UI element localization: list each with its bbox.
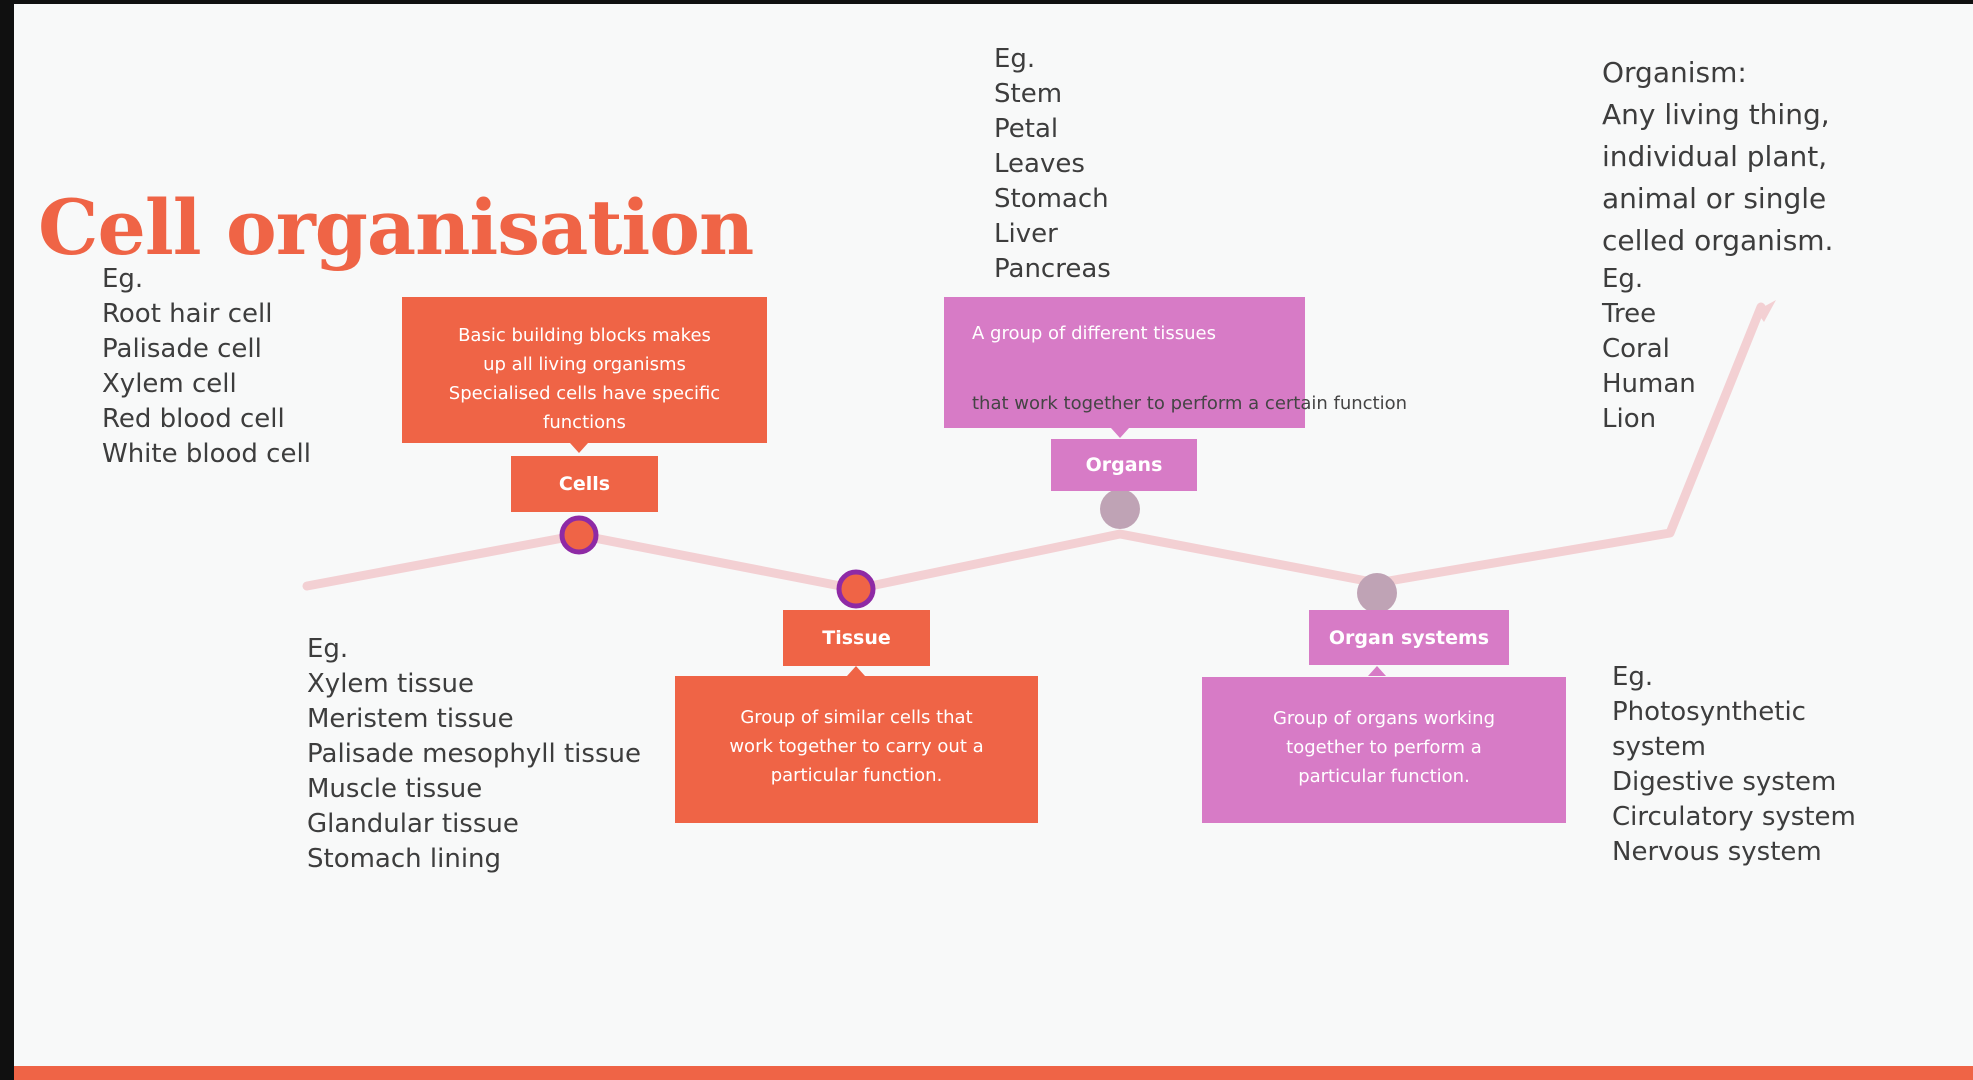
organism-examples: Eg. Tree Coral Human Lion <box>1602 262 1902 437</box>
tissue-description-line: work together to carry out a <box>729 736 984 757</box>
organ-systems-examples: Eg. Photosynthetic system Digestive syst… <box>1612 660 1856 870</box>
list-item: Liver <box>994 219 1058 249</box>
cells-node <box>559 515 599 555</box>
list-item: Eg. <box>1612 662 1654 692</box>
list-item: Petal <box>994 114 1059 144</box>
page-title: Cell organisation <box>38 183 754 272</box>
cells-description-line: up all living organisms <box>483 354 686 375</box>
list-item: Leaves <box>994 149 1085 179</box>
organs-label: Organs <box>1051 439 1197 491</box>
list-item: Xylem tissue <box>307 669 474 699</box>
organ-systems-description-line: together to perform a <box>1286 737 1482 758</box>
timeline <box>302 300 1776 613</box>
timeline-arrowhead <box>1756 300 1776 322</box>
list-item: Stomach lining <box>307 844 502 874</box>
list-item: Lion <box>1602 404 1657 434</box>
cells-description-line: Basic building blocks makes <box>458 325 711 346</box>
list-item: Xylem cell <box>102 369 237 399</box>
organs-node <box>1100 489 1140 529</box>
organism-definition-line: celled organism. <box>1602 224 1834 257</box>
list-item: Nervous system <box>1612 837 1822 867</box>
list-item: Palisade mesophyll tissue <box>307 739 641 769</box>
list-item: Eg. <box>994 44 1036 74</box>
bottom-accent-bar <box>14 1066 1973 1080</box>
list-item: Tree <box>1602 299 1657 329</box>
tissue-label: Tissue <box>783 610 930 666</box>
cells-description-line: Specialised cells have specific <box>448 383 721 404</box>
organism-definition-line: animal or single <box>1602 182 1827 215</box>
cells-pointer <box>570 443 588 453</box>
cells-examples: Eg. Root hair cell Palisade cell Xylem c… <box>102 262 311 472</box>
list-item: Circulatory system <box>1612 802 1856 832</box>
list-item: Eg. <box>102 264 144 294</box>
list-item: Glandular tissue <box>307 809 519 839</box>
list-item: Root hair cell <box>102 299 273 329</box>
list-item: Stem <box>994 79 1063 109</box>
cells-label: Cells <box>511 456 658 512</box>
list-item: Pancreas <box>994 254 1111 284</box>
organ-systems-description-box: Group of organs working together to perf… <box>1202 677 1566 823</box>
tissue-node <box>836 569 876 609</box>
organ-systems-description-line: particular function. <box>1298 766 1470 787</box>
list-item: Muscle tissue <box>307 774 483 804</box>
list-item: system <box>1612 732 1706 762</box>
organism-definition-line: Any living thing, <box>1602 98 1830 131</box>
list-item: White blood cell <box>102 439 311 469</box>
slide: Cell organisation Eg. Root hair cell Pal… <box>14 4 1973 1080</box>
organ-systems-pointer <box>1368 666 1386 676</box>
tissue-examples: Eg. Xylem tissue Meristem tissue Palisad… <box>307 632 641 877</box>
list-item: Eg. <box>307 634 349 664</box>
tissue-description-line: particular function. <box>770 765 943 786</box>
cells-description-line: functions <box>543 412 626 433</box>
list-item: Red blood cell <box>102 404 285 434</box>
tissue-description-box: Group of similar cells that work togethe… <box>675 676 1038 823</box>
organism-definition: Organism: Any living thing, individual p… <box>1602 52 1902 437</box>
list-item: Eg. <box>1602 264 1644 294</box>
organs-description-box: A group of different tissues that work t… <box>944 297 1408 428</box>
organs-pointer <box>1111 428 1129 438</box>
organ-systems-node <box>1357 573 1397 613</box>
organism-heading: Organism: <box>1602 56 1747 89</box>
cells-description-box: Basic building blocks makes up all livin… <box>402 297 767 443</box>
list-item: Stomach <box>994 184 1109 214</box>
organs-examples: Eg. Stem Petal Leaves Stomach Liver Panc… <box>994 42 1111 287</box>
list-item: Digestive system <box>1612 767 1837 797</box>
list-item: Palisade cell <box>102 334 262 364</box>
organism-definition-line: individual plant, <box>1602 140 1828 173</box>
tissue-description-line: Group of similar cells that <box>740 707 973 728</box>
tissue-pointer <box>847 666 865 676</box>
organ-systems-label: Organ systems <box>1309 610 1509 665</box>
organs-description-line: A group of different tissues <box>972 323 1216 344</box>
list-item: Human <box>1602 369 1696 399</box>
organ-systems-description-line: Group of organs working <box>1272 708 1496 729</box>
list-item: Photosynthetic <box>1612 697 1806 727</box>
organs-description-line: that work together to perform a certain … <box>972 393 1408 414</box>
list-item: Meristem tissue <box>307 704 514 734</box>
list-item: Coral <box>1602 334 1670 364</box>
